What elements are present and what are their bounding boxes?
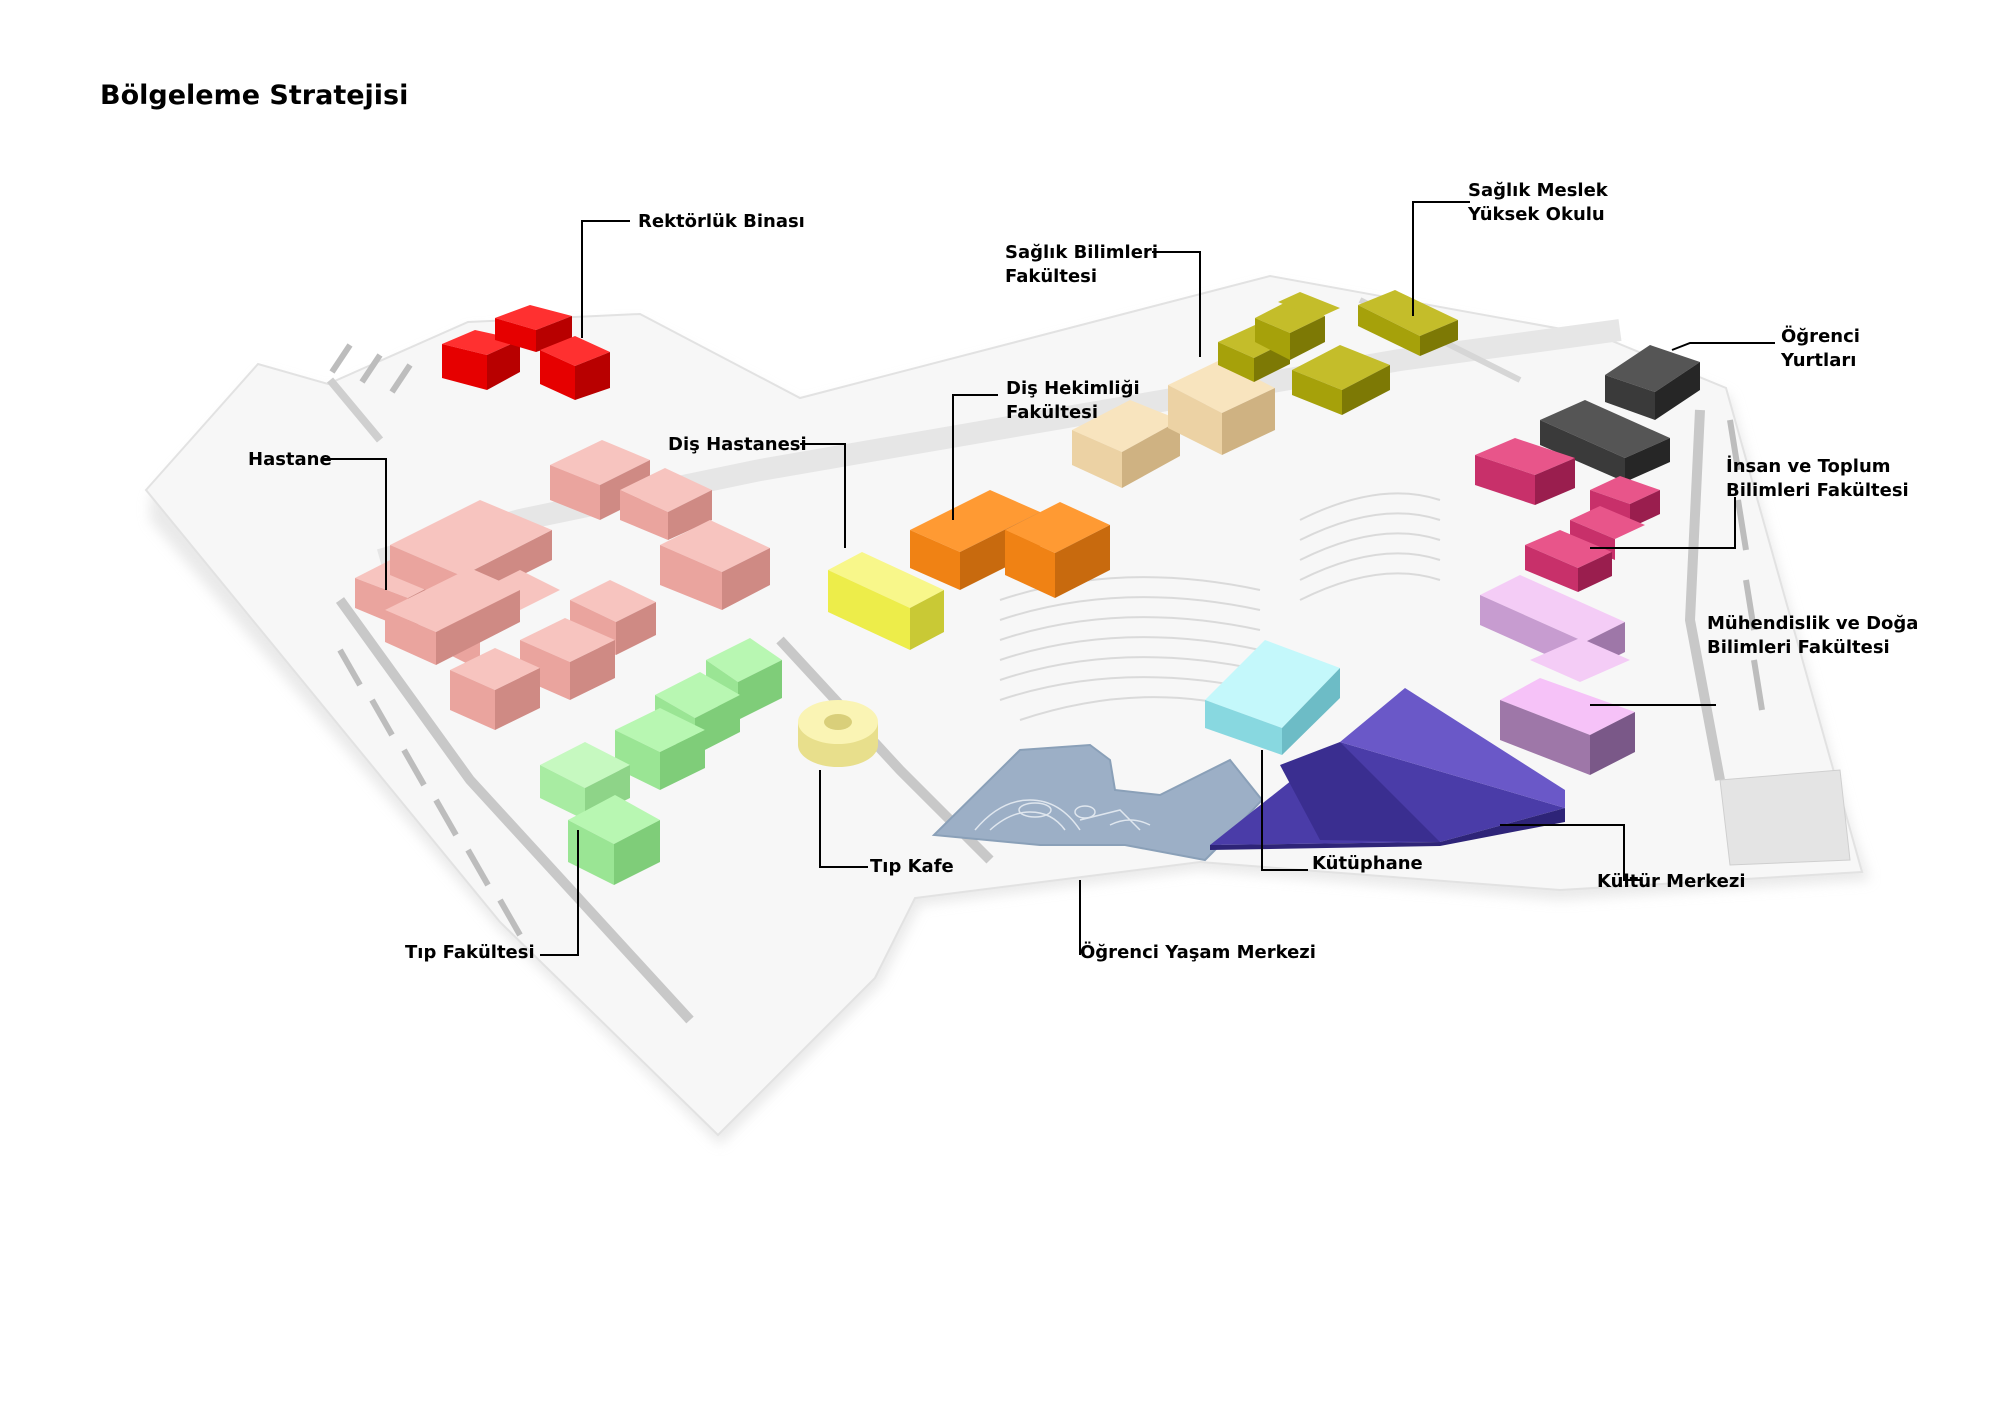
label-tip-fakultesi: Tıp Fakültesi	[405, 942, 535, 963]
muhendislik-buildings[interactable]	[1480, 575, 1635, 775]
label-muhendislik-line1: Mühendislik ve Doğa	[1707, 613, 1919, 634]
label-muhendislik-line2: Bilimleri Fakültesi	[1707, 637, 1890, 658]
rektorluk-buildings[interactable]	[442, 305, 610, 400]
ogrenci-yurtlari-buildings[interactable]	[1540, 345, 1700, 482]
label-ogrenci-yurtlari-line1: Öğrenci	[1781, 326, 1860, 347]
leader-lines	[322, 201, 1775, 956]
label-insan-toplum-line1: İnsan ve Toplum	[1726, 456, 1891, 477]
label-saglik-bilimleri-line2: Fakültesi	[1005, 266, 1098, 287]
label-kultur: Kültür Merkezi	[1597, 871, 1746, 892]
tip-fakultesi-buildings[interactable]	[540, 638, 782, 885]
dis-hastanesi-building[interactable]	[828, 552, 944, 650]
label-rektorluk: Rektörlük Binası	[638, 211, 805, 232]
label-dis-hastanesi: Diş Hastanesi	[668, 434, 807, 455]
label-ogrenci-yasam: Öğrenci Yaşam Merkezi	[1080, 942, 1316, 963]
label-ogrenci-yurtlari-line2: Yurtları	[1781, 350, 1857, 371]
label-saglik-bilimleri-line1: Sağlık Bilimleri	[1005, 242, 1158, 263]
label-dis-hekimligi-line2: Fakültesi	[1006, 402, 1099, 423]
hastane-buildings[interactable]	[355, 440, 770, 730]
kutuphane-building[interactable]	[1205, 640, 1340, 755]
saglik-bilimleri-buildings[interactable]	[1072, 360, 1275, 488]
label-tip-kafe: Tıp Kafe	[870, 856, 954, 877]
kultur-merkezi-building[interactable]	[1210, 688, 1565, 850]
label-dis-hekimligi-line1: Diş Hekimliği	[1006, 378, 1140, 399]
ogrenci-yasam-merkezi[interactable]	[931, 743, 1264, 862]
insan-toplum-buildings[interactable]	[1475, 438, 1660, 592]
label-saglik-meslek-line2: Yüksek Okulu	[1468, 204, 1605, 225]
label-kutuphane: Kütüphane	[1312, 853, 1423, 874]
tip-kafe-building[interactable]	[798, 700, 878, 767]
label-saglik-meslek-line1: Sağlık Meslek	[1468, 180, 1608, 201]
label-insan-toplum-line2: Bilimleri Fakültesi	[1726, 480, 1909, 501]
page-title: Bölgeleme Stratejisi	[100, 80, 409, 111]
dis-hekimligi-buildings[interactable]	[910, 490, 1110, 598]
saglik-meslek-buildings[interactable]	[1218, 290, 1458, 415]
label-hastane: Hastane	[248, 449, 332, 470]
